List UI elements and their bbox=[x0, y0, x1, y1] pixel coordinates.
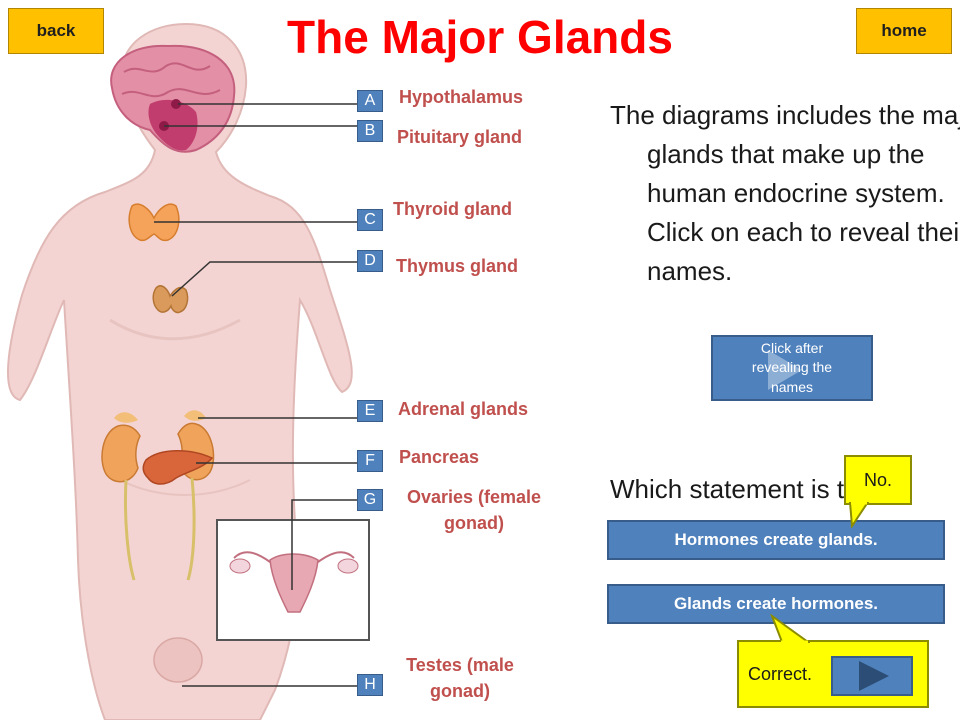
home-button[interactable]: home bbox=[856, 8, 952, 54]
fallopian-tubes bbox=[233, 551, 355, 563]
endocrine-body-diagram bbox=[6, 22, 370, 720]
leader-line-g bbox=[291, 499, 357, 590]
reveal-next-line3: names bbox=[770, 378, 813, 395]
feedback-callout-correct: Correct. bbox=[737, 640, 929, 708]
gland-name-testes-line1: Testes (male bbox=[406, 655, 514, 675]
gland-name-adrenal: Adrenal glands bbox=[398, 399, 529, 419]
reveal-next-line1: Click after bbox=[760, 339, 824, 356]
uterus-shape bbox=[269, 553, 319, 613]
correct-next-button[interactable] bbox=[831, 656, 913, 696]
thymus-shape bbox=[152, 285, 189, 314]
chest-contour bbox=[109, 318, 241, 341]
answer-hormones-create-glands[interactable]: Hormones create glands. bbox=[607, 520, 945, 560]
feedback-correct-text: Correct. bbox=[748, 664, 813, 684]
reveal-next-button[interactable]: Click after revealing the names bbox=[711, 335, 873, 401]
feedback-no-text: No. bbox=[863, 469, 892, 490]
play-icon bbox=[768, 350, 802, 390]
inner-brain bbox=[148, 99, 198, 151]
testes-shape bbox=[153, 637, 203, 683]
gland-label-a[interactable]: A bbox=[357, 90, 383, 112]
leader-lines bbox=[154, 103, 357, 687]
pancreas-shape bbox=[142, 450, 214, 485]
reveal-next-line2: revealing the bbox=[751, 359, 833, 376]
reveal-next-label: Click after revealing the names bbox=[752, 339, 832, 398]
gland-label-e[interactable]: E bbox=[357, 400, 383, 422]
gland-name-ovaries: Ovaries (female gonad) bbox=[392, 484, 556, 536]
intro-text: The diagrams includes the major glands t… bbox=[610, 100, 960, 286]
gland-label-g[interactable]: G bbox=[357, 489, 383, 511]
gland-label-d[interactable]: D bbox=[357, 250, 383, 272]
gland-name-testes: Testes (male gonad) bbox=[390, 652, 530, 704]
left-adrenal-shape bbox=[114, 412, 138, 423]
callout-no-tail bbox=[848, 502, 870, 528]
gland-name-pancreas: Pancreas bbox=[399, 447, 480, 467]
left-kidney-shape bbox=[101, 424, 141, 483]
play-icon bbox=[859, 661, 889, 691]
gland-name-thyroid: Thyroid gland bbox=[393, 199, 512, 219]
right-ovary-shape bbox=[337, 558, 359, 574]
gland-label-b[interactable]: B bbox=[357, 120, 383, 142]
gland-label-h[interactable]: H bbox=[357, 674, 383, 696]
abdomen-contour bbox=[119, 479, 251, 496]
gland-name-thymus: Thymus gland bbox=[396, 256, 519, 276]
gland-name-testes-line2: gonad) bbox=[430, 681, 490, 702]
gland-name-ovaries-line1: Ovaries (female bbox=[406, 487, 542, 507]
brain bbox=[110, 44, 236, 153]
ureters bbox=[123, 477, 196, 581]
brain-shape bbox=[110, 44, 236, 153]
gland-label-f[interactable]: F bbox=[357, 450, 383, 472]
gland-label-c[interactable]: C bbox=[357, 209, 383, 231]
callout-correct-tail bbox=[770, 614, 810, 644]
left-ovary-shape bbox=[229, 558, 251, 574]
hypothalamus-mark bbox=[171, 99, 181, 109]
page-title: The Major Glands bbox=[287, 11, 673, 63]
brain-folds bbox=[121, 62, 221, 98]
back-button[interactable]: back bbox=[8, 8, 104, 54]
gland-name-pituitary: Pituitary gland bbox=[397, 127, 523, 147]
leader-line-d bbox=[171, 261, 357, 297]
feedback-callout-no: No. bbox=[844, 455, 912, 505]
gland-name-hypothalamus: Hypothalamus bbox=[399, 87, 524, 107]
gland-name-ovaries-line2: gonad) bbox=[444, 513, 504, 534]
ovaries-inset bbox=[216, 519, 370, 641]
